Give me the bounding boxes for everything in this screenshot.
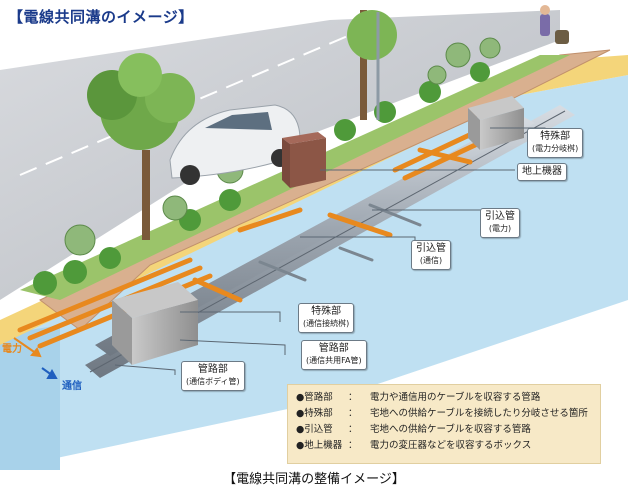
legend-desc: 宅地への供給ケーブルを収容する管路 [370, 424, 531, 435]
comm-lead-in-pipes [258, 203, 422, 282]
legend-term: ●管路部 [296, 392, 333, 403]
special-box-comm [112, 282, 198, 365]
callout-lead-in-comm-sub: (通信) [419, 256, 443, 265]
legend-term: ●引込管 [296, 424, 333, 435]
side-label-power: 電力 [2, 344, 22, 355]
callout-special-comm-main: 特殊部 [311, 306, 342, 317]
power-arrow [13, 337, 42, 358]
yellow-strip [0, 55, 628, 345]
legend-desc: 電力や通信用のケーブルを収容する管路 [370, 392, 541, 403]
legend-row: ●特殊部 ： 宅地への供給ケーブルを接続したり分岐させる箇所 [296, 407, 588, 421]
side-label-comm: 通信 [62, 381, 82, 392]
legend-desc: 電力の変圧器などを収容するボックス [370, 440, 532, 451]
callout-special-comm: 特殊部 (通信接続桝) [298, 303, 355, 333]
legend-row: ●引込管 ： 宅地への供給ケーブルを収容する管路 [296, 423, 531, 437]
legend-box: ●管路部 ： 電力や通信用のケーブルを収容する管路 ●特殊部 ： 宅地への供給ケーブルを… [287, 384, 601, 464]
legend-colon: ： [348, 408, 358, 419]
callout-pipe-body-main: 管路部 [197, 364, 228, 375]
ground-cross-section [0, 75, 628, 470]
figure-caption: 【電線共同溝の整備イメージ】 [223, 472, 405, 487]
legend-colon: ： [348, 440, 358, 451]
callout-pipe-fa-main: 管路部 [318, 343, 349, 354]
ground-equipment-box [282, 132, 326, 188]
callout-ground-equipment: 地上機器 [517, 163, 567, 181]
callout-special-power-main: 特殊部 [540, 131, 571, 142]
callout-special-comm-sub: (通信接続桝) [303, 319, 350, 328]
legend-row: ●管路部 ： 電力や通信用のケーブルを収容する管路 [296, 391, 540, 405]
legend-colon: ： [348, 392, 358, 403]
callout-lead-in-power-sub: (電力) [488, 224, 512, 233]
comm-arrow [41, 367, 58, 379]
callout-lead-in-comm-main: 引込管 [416, 243, 446, 254]
callout-lead-in-power: 引込管 (電力) [480, 208, 520, 238]
callout-ground-equipment-main: 地上機器 [522, 166, 562, 177]
special-box-power [468, 96, 524, 150]
callout-pipe-body: 管路部 (通信ボディ管) [181, 361, 245, 391]
callout-lead-in-comm: 引込管 (通信) [411, 240, 451, 270]
legend-term: ●特殊部 [296, 408, 333, 419]
callout-lead-in-power-main: 引込管 [485, 211, 515, 222]
street-tree [87, 53, 195, 240]
legend-desc: 宅地への供給ケーブルを接続したり分岐させる箇所 [370, 408, 588, 419]
legend-colon: ： [348, 424, 358, 435]
legend-row: ●地上機器 ： 電力の変圧器などを収容するボックス [296, 439, 531, 453]
diagram-title: 【電線共同溝のイメージ】 [8, 8, 194, 26]
callout-special-power: 特殊部 (電力分岐桝) [527, 128, 584, 158]
callout-special-power-sub: (電力分岐桝) [532, 144, 579, 153]
power-pipes [17, 127, 493, 349]
ground-front-face [0, 325, 60, 470]
legend-term: ●地上機器 [296, 440, 343, 451]
callout-pipe-fa: 管路部 (通信共用FA管) [301, 340, 367, 370]
round-shrubs [64, 37, 501, 256]
callout-pipe-fa-sub: (通信共用FA管) [306, 356, 362, 365]
hedge [33, 62, 490, 295]
pedestrians [540, 5, 569, 44]
street-tree-2 [347, 10, 397, 120]
callout-pipe-body-sub: (通信ボディ管) [186, 377, 240, 386]
